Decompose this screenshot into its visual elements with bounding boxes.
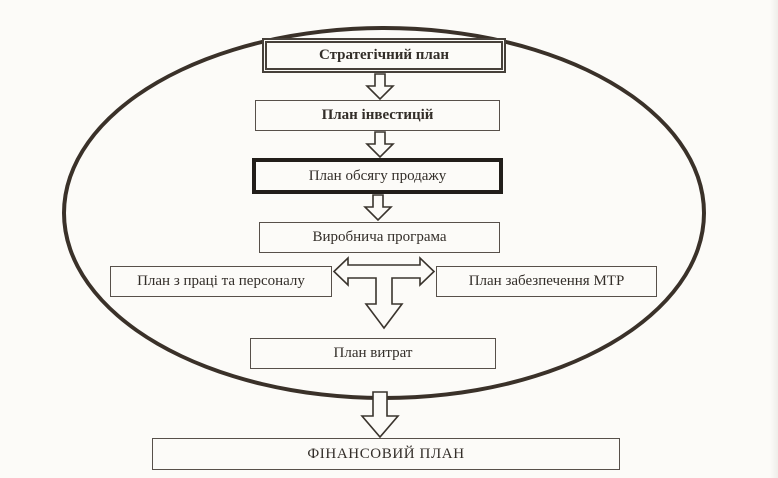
- scan-edge-shadow: [770, 0, 778, 478]
- node-strategic-plan: Стратегічний план: [262, 38, 506, 73]
- node-costs-plan: План витрат: [250, 338, 496, 369]
- node-mtr-supply-plan: План забезпечення МТР: [436, 266, 657, 297]
- three-way-arrow-icon: [332, 256, 436, 330]
- big-down-arrow-icon: [360, 391, 400, 439]
- node-sales-volume-plan: План обсягу продажу: [252, 158, 503, 194]
- down-arrow-icon: [365, 73, 395, 101]
- node-financial-plan: ФІНАНСОВИЙ ПЛАН: [152, 438, 620, 470]
- node-production-program: Виробнича програма: [259, 222, 500, 253]
- node-investment-plan: План інвестицій: [255, 100, 500, 131]
- down-arrow-icon: [365, 131, 395, 159]
- down-arrow-icon: [363, 194, 393, 222]
- node-labor-personnel-plan: План з праці та персоналу: [110, 266, 332, 297]
